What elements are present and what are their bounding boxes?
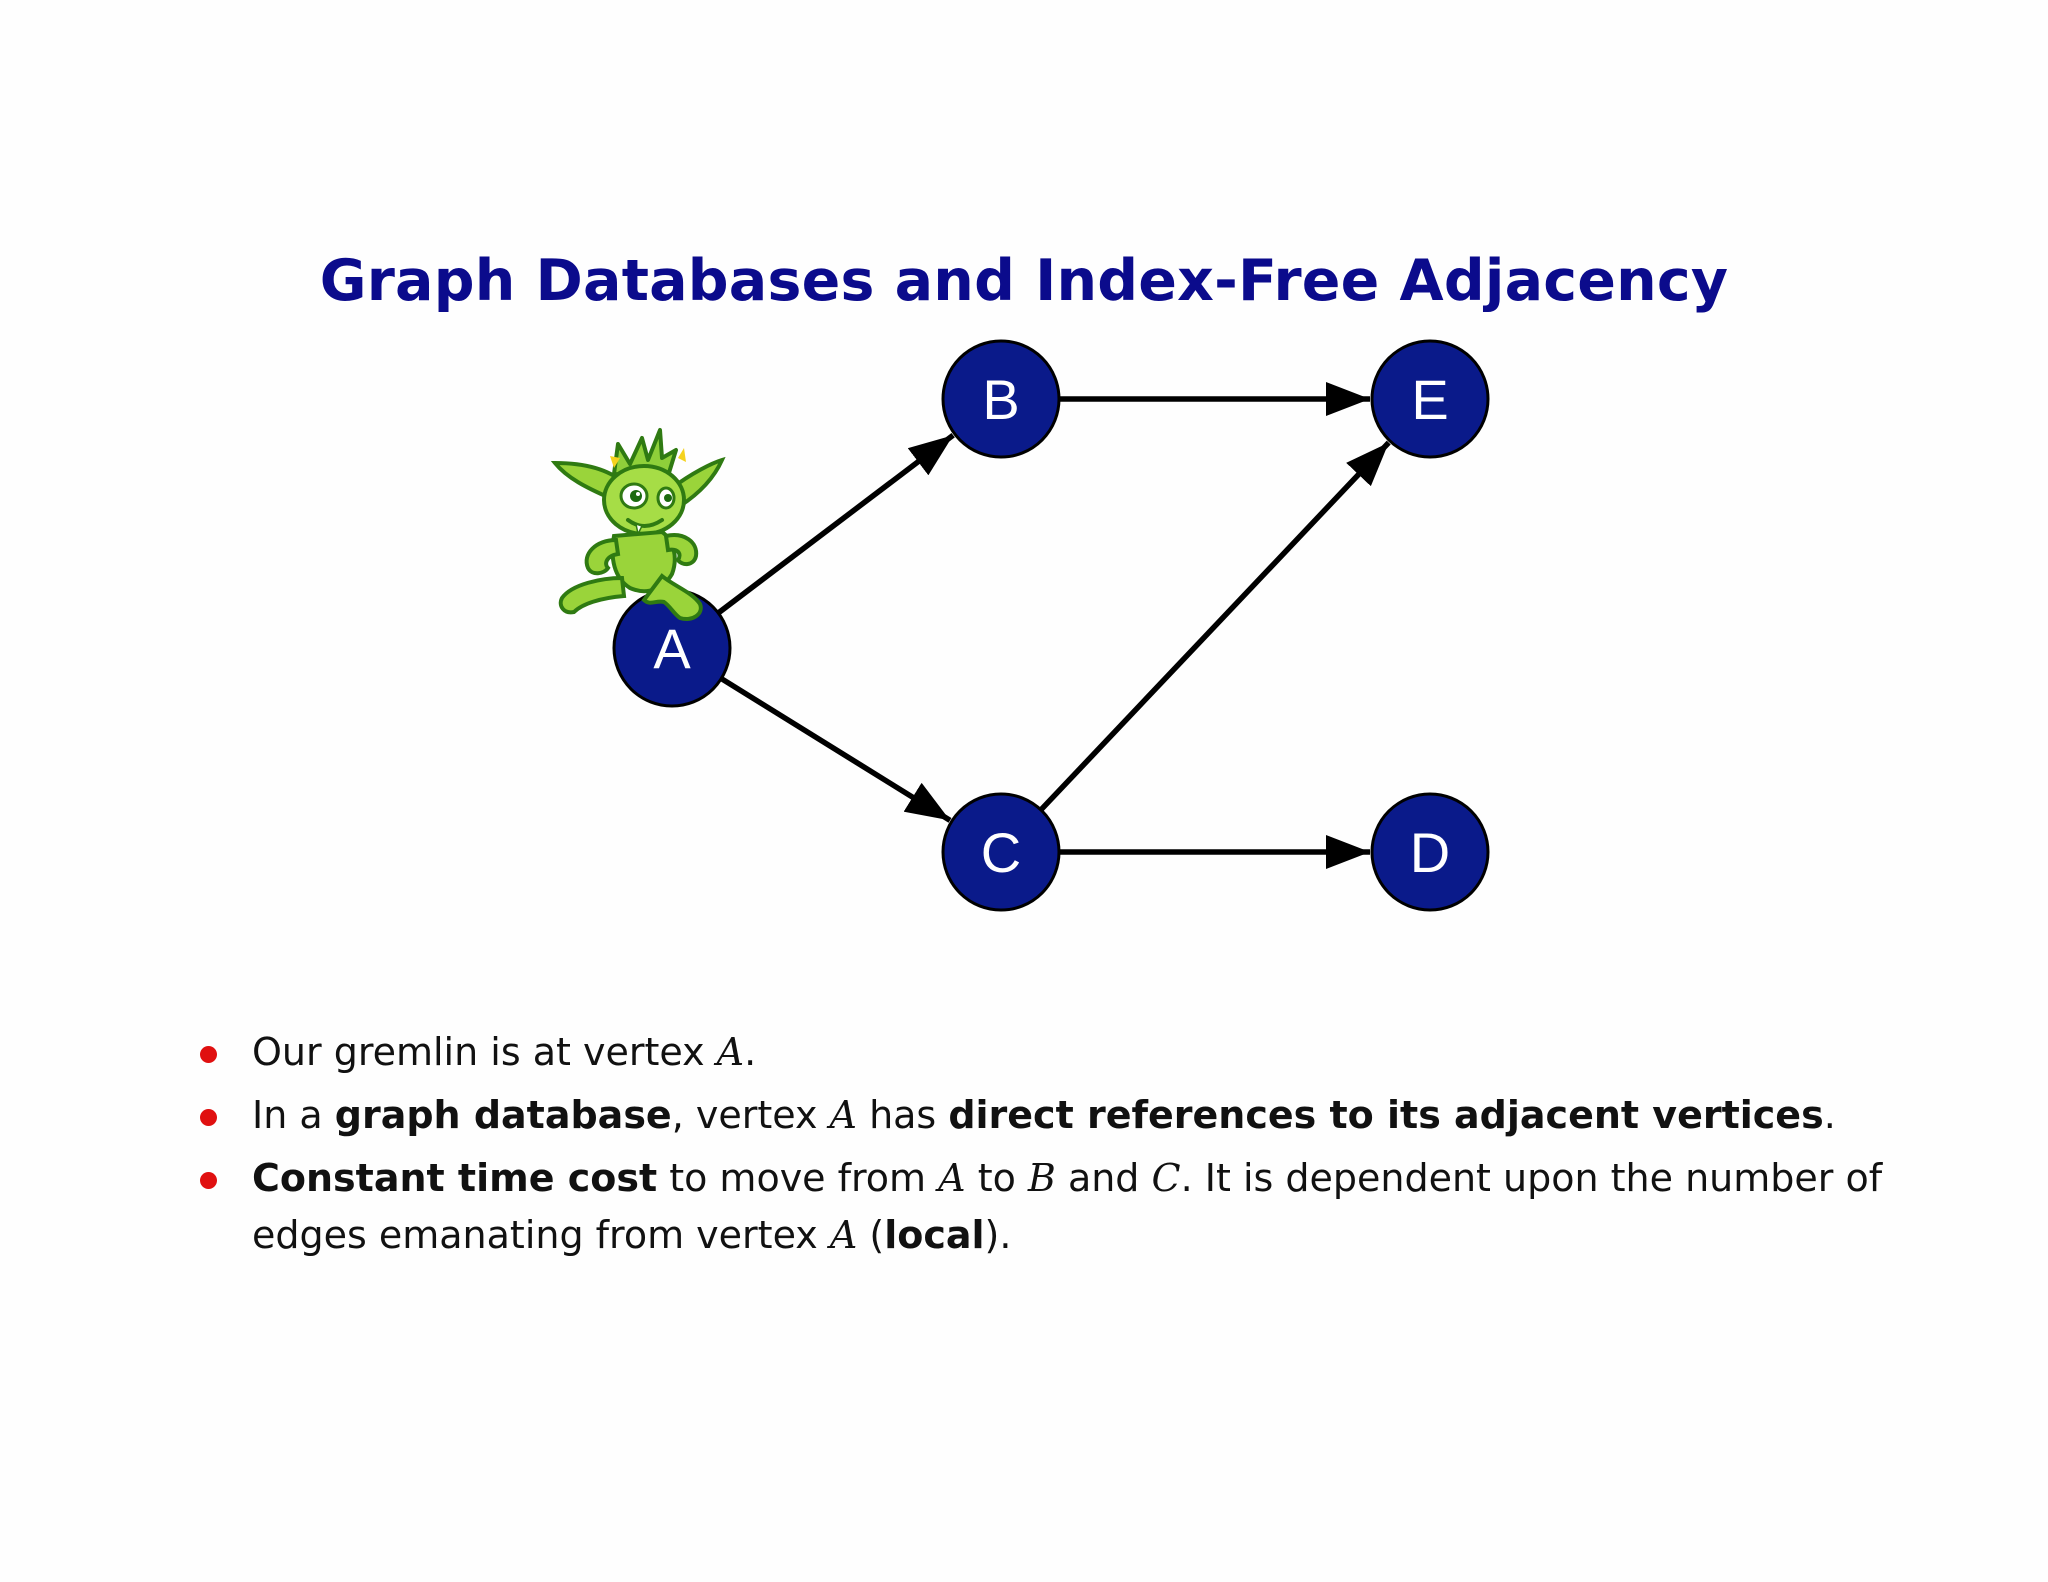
bullet-text: . xyxy=(1823,1093,1836,1137)
vertex-circle xyxy=(1370,339,1490,459)
bold-text: Constant time cost xyxy=(252,1156,658,1200)
gremlin-icon xyxy=(550,428,726,621)
math-symbol: A xyxy=(716,1030,745,1074)
vertex-label: D xyxy=(1410,821,1450,884)
bullet-text: ( xyxy=(857,1213,885,1257)
math-symbol: C xyxy=(1151,1156,1181,1200)
bullet-text: Our gremlin is at vertex xyxy=(252,1030,717,1074)
nodes-layer: A B C D E xyxy=(612,339,1490,912)
bold-text: direct references to its adjacent vertic… xyxy=(948,1093,1824,1137)
bullet-text: ). xyxy=(984,1213,1012,1257)
bullet-text: to move from xyxy=(657,1156,939,1200)
math-symbol: A xyxy=(829,1213,858,1257)
slide-title: Graph Databases and Index-Free Adjacency xyxy=(319,248,1729,314)
bullet-text: to xyxy=(965,1156,1028,1200)
vertex-circle xyxy=(1370,792,1490,912)
bullet-text: . It is dependent upon the number of edg… xyxy=(252,1156,1883,1257)
bullet-dot-icon xyxy=(200,1109,217,1126)
bullet-item: Constant time cost to move from A to B a… xyxy=(198,1150,1898,1264)
bullet-text: has xyxy=(856,1093,949,1137)
vertex-circle xyxy=(941,792,1061,912)
vertex-C: C xyxy=(941,792,1061,912)
bold-text: local xyxy=(884,1213,985,1257)
math-symbol: A xyxy=(829,1093,857,1137)
edge-C-E xyxy=(1038,440,1391,812)
edge-A-B xyxy=(716,433,955,616)
bullet-list: Our gremlin is at vertex A.In a graph da… xyxy=(198,1024,1898,1270)
vertex-label: C xyxy=(981,821,1021,884)
bullet-text: and xyxy=(1055,1156,1152,1200)
edge-A-C xyxy=(719,676,952,823)
vertex-E: E xyxy=(1370,339,1490,459)
bullet-text: . xyxy=(744,1030,757,1074)
vertex-label: B xyxy=(982,368,1019,431)
vertex-B: B xyxy=(941,339,1061,459)
math-symbol: A xyxy=(938,1156,966,1200)
bullet-text: In a xyxy=(252,1093,335,1137)
bullet-text: , vertex xyxy=(671,1093,830,1137)
bullet-dot-icon xyxy=(200,1046,217,1063)
edges-layer xyxy=(716,382,1391,869)
bold-text: graph database xyxy=(334,1093,672,1137)
vertex-label: A xyxy=(653,617,691,680)
vertex-D: D xyxy=(1370,792,1490,912)
bullet-dot-icon xyxy=(200,1172,217,1189)
vertex-circle xyxy=(941,339,1061,459)
vertex-label: E xyxy=(1411,368,1448,431)
math-symbol: B xyxy=(1027,1156,1056,1200)
vertex-A: A xyxy=(612,588,732,708)
bullet-item: Our gremlin is at vertex A. xyxy=(198,1024,1898,1081)
bullet-item: In a graph database, vertex A has direct… xyxy=(198,1087,1898,1144)
